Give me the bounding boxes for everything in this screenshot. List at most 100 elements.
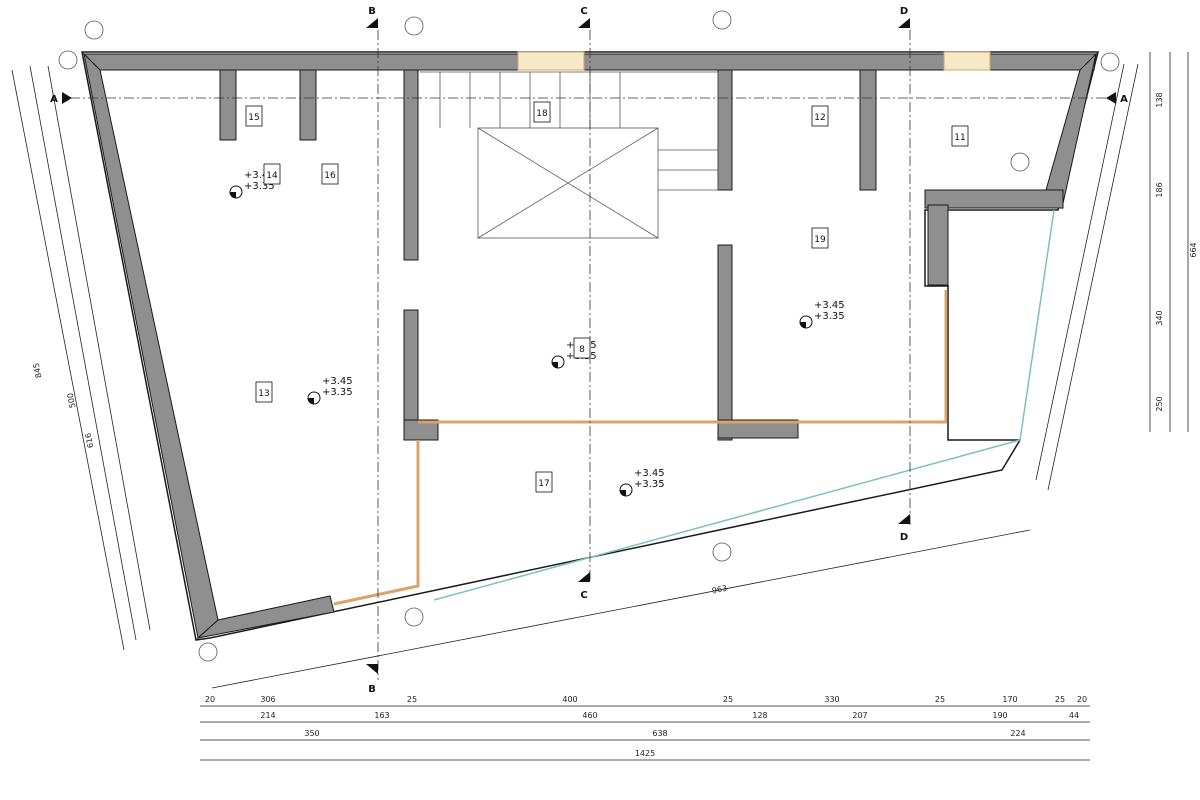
section-arrow (366, 18, 378, 28)
dimension-text: 616 (84, 432, 96, 449)
wall-left (83, 52, 219, 639)
section-letter-c-bottom: C (580, 590, 587, 601)
dimension-text: 25 (407, 695, 417, 704)
room-box-12 (811, 105, 829, 127)
level-bottom: +3.35 (814, 311, 845, 322)
dimension-text: 170 (1002, 695, 1017, 704)
wall-interior-1 (403, 69, 419, 261)
dim-line-left-3 (47, 65, 151, 631)
wall-right-top (1045, 52, 1097, 210)
dimension-text: 207 (852, 711, 867, 720)
dimension-text: 44 (1069, 711, 1079, 720)
room-label-12: 12 (814, 113, 825, 123)
dim-line-left-1 (11, 69, 125, 651)
dimension-text: 400 (562, 695, 577, 704)
room-label-17: 17 (538, 479, 549, 489)
level-markers: +3.45+3.35+3.45+3.35+3.45+3.35+3.45+3.35… (229, 170, 845, 497)
section-arrow (578, 18, 590, 28)
wall-interior-4 (717, 244, 733, 441)
room-box-13 (255, 381, 273, 403)
room-box-8 (573, 337, 591, 359)
wall-small (859, 69, 877, 191)
grid-bubble (404, 607, 424, 627)
dimension-text: 224 (1010, 729, 1025, 738)
grid-bubble (84, 20, 104, 40)
section-arrow (898, 18, 910, 28)
dim-line-diagonal-bottom (211, 529, 1031, 689)
section-letter-a-right: A (1120, 94, 1128, 105)
room-label-8: 8 (579, 345, 585, 355)
room-box-15 (245, 105, 263, 127)
level-top: +3.45 (814, 300, 845, 311)
level-symbol-fill (230, 192, 236, 198)
level-bottom: +3.35 (634, 479, 665, 490)
timber-lines (333, 51, 1055, 606)
section-letter-d-bottom: D (900, 532, 908, 543)
section-letter-b-bottom: B (368, 684, 376, 695)
section-letter-b-top: B (368, 6, 376, 17)
outer-walls (81, 51, 1099, 641)
section-letter-d-top: D (900, 6, 908, 17)
room-box-17 (535, 471, 553, 493)
room-box-16 (321, 163, 339, 185)
dimension-text: 460 (582, 711, 597, 720)
grid-bubble (1010, 152, 1030, 172)
dimension-text: 963 (711, 584, 728, 596)
stair-void (477, 127, 659, 239)
dim-line-right-diag-1 (1047, 63, 1139, 491)
dimension-text: 500 (66, 392, 78, 409)
dimension-text: 845 (32, 362, 44, 379)
level-top: +3.45 (322, 376, 353, 387)
grid-bubbles (58, 10, 1120, 662)
section-arrow (578, 572, 590, 582)
dimension-text: 128 (752, 711, 767, 720)
section-arrow (62, 92, 72, 104)
section-arrow (366, 664, 378, 674)
dim-line-left-2 (29, 65, 137, 641)
room-labels: 13 14 15 16 17 18 19 11 12 8 (245, 101, 969, 493)
grid-bubble (404, 16, 424, 36)
section-arrow (1106, 92, 1116, 104)
window-top-2 (943, 51, 991, 71)
dimension-lines (11, 52, 1189, 761)
dimension-text: 20 (205, 695, 215, 704)
room-label-13: 13 (258, 389, 269, 399)
dimension-text: 350 (304, 729, 319, 738)
stairs (420, 71, 719, 239)
room-label-19: 19 (814, 235, 826, 245)
dimension-text: 186 (1155, 182, 1164, 197)
wall-right-bottom (924, 189, 1064, 209)
wall-interior-5 (717, 419, 799, 439)
dimension-text: 330 (824, 695, 839, 704)
wall-bottom-left (196, 595, 335, 639)
wall-bath (219, 69, 237, 141)
wall-right-column (927, 204, 949, 286)
dimension-text: 138 (1155, 92, 1164, 107)
level-symbol-fill (552, 362, 558, 368)
room-box-18 (533, 101, 551, 123)
grid-bubble (198, 642, 218, 662)
level-symbol-fill (620, 490, 626, 496)
dimension-text: 664 (1189, 242, 1198, 257)
grid-bubble (712, 542, 732, 562)
section-markers: B B C C D D A A (50, 6, 1128, 695)
level-bottom: +3.35 (244, 181, 275, 192)
level-top: +3.45 (634, 468, 665, 479)
dimension-text: 163 (374, 711, 389, 720)
level-bottom: +3.35 (322, 387, 353, 398)
stair-run (420, 71, 719, 191)
section-lines (70, 30, 1110, 680)
dimension-text: 250 (1155, 396, 1164, 411)
window-top-1 (517, 51, 585, 71)
dimension-text: 306 (260, 695, 275, 704)
room-label-14: 14 (266, 171, 278, 181)
section-letter-c-top: C (580, 6, 587, 17)
section-letter-a-left: A (50, 94, 58, 105)
room-box-14 (263, 163, 281, 185)
dimension-text: 190 (992, 711, 1007, 720)
dimension-text: 25 (723, 695, 733, 704)
level-symbol-fill (308, 398, 314, 404)
room-label-11: 11 (954, 133, 965, 143)
